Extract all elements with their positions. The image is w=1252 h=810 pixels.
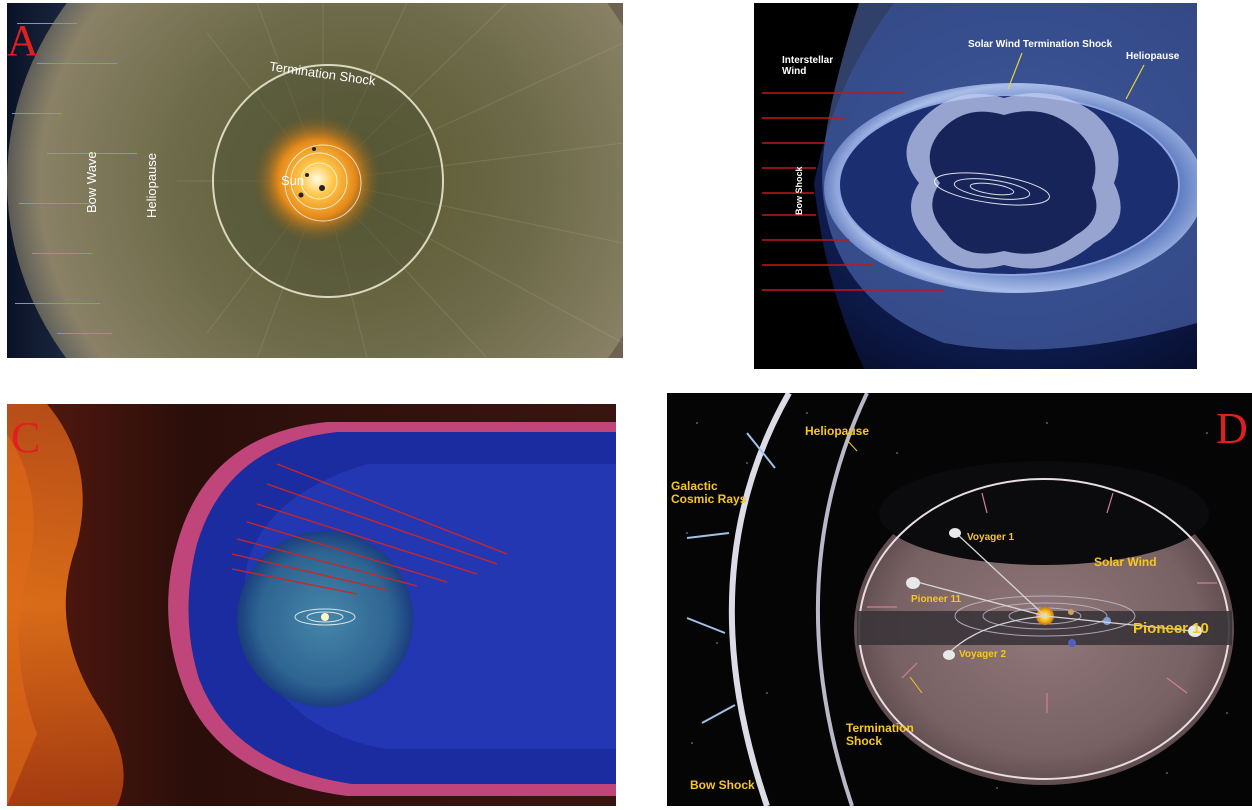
panel-d: D Heliopause Galactic Cosmic Rays Voyage…	[667, 393, 1252, 806]
panel-a: A Bow Wave Heliopause Termination Shock …	[7, 3, 623, 358]
galactic-cosmic-rays-label: Galactic Cosmic Rays	[671, 479, 747, 506]
bow-shock-label-d: Bow Shock	[690, 778, 755, 792]
solar-wind-label: Solar Wind	[1094, 555, 1157, 569]
voyager-2-label: Voyager 2	[959, 649, 1007, 660]
voyager-1-label: Voyager 1	[967, 532, 1015, 543]
pioneer-11-label: Pioneer 11	[911, 594, 962, 605]
heliopause-label-d: Heliopause	[805, 424, 870, 438]
bow-shock-label-b: Bow Shock	[794, 166, 804, 215]
panel-b: B Interstellar Wind Solar Wind Terminati…	[754, 3, 1197, 369]
panel-b-image	[754, 3, 1197, 369]
heliopause-label: Heliopause	[144, 152, 159, 218]
panel-a-letter: A	[7, 16, 39, 65]
termination-shock-label-d: Termination Shock	[846, 721, 914, 748]
panel-d-image	[667, 393, 1252, 806]
heliopause-label-b: Heliopause	[1126, 51, 1180, 62]
bow-wave-label: Bow Wave	[84, 151, 99, 213]
pioneer-10-label: Pioneer 10	[1133, 620, 1209, 637]
termination-shock-label-b: Solar Wind Termination Shock	[968, 39, 1113, 50]
sun-label: Sun	[281, 173, 305, 188]
panel-d-letter: D	[1216, 404, 1248, 453]
panel-a-image	[7, 3, 623, 358]
interstellar-wind-label: Interstellar Wind	[782, 55, 834, 77]
panel-c-letter: C	[11, 413, 41, 462]
panel-c-image	[7, 404, 616, 806]
panel-c: C	[7, 404, 616, 806]
